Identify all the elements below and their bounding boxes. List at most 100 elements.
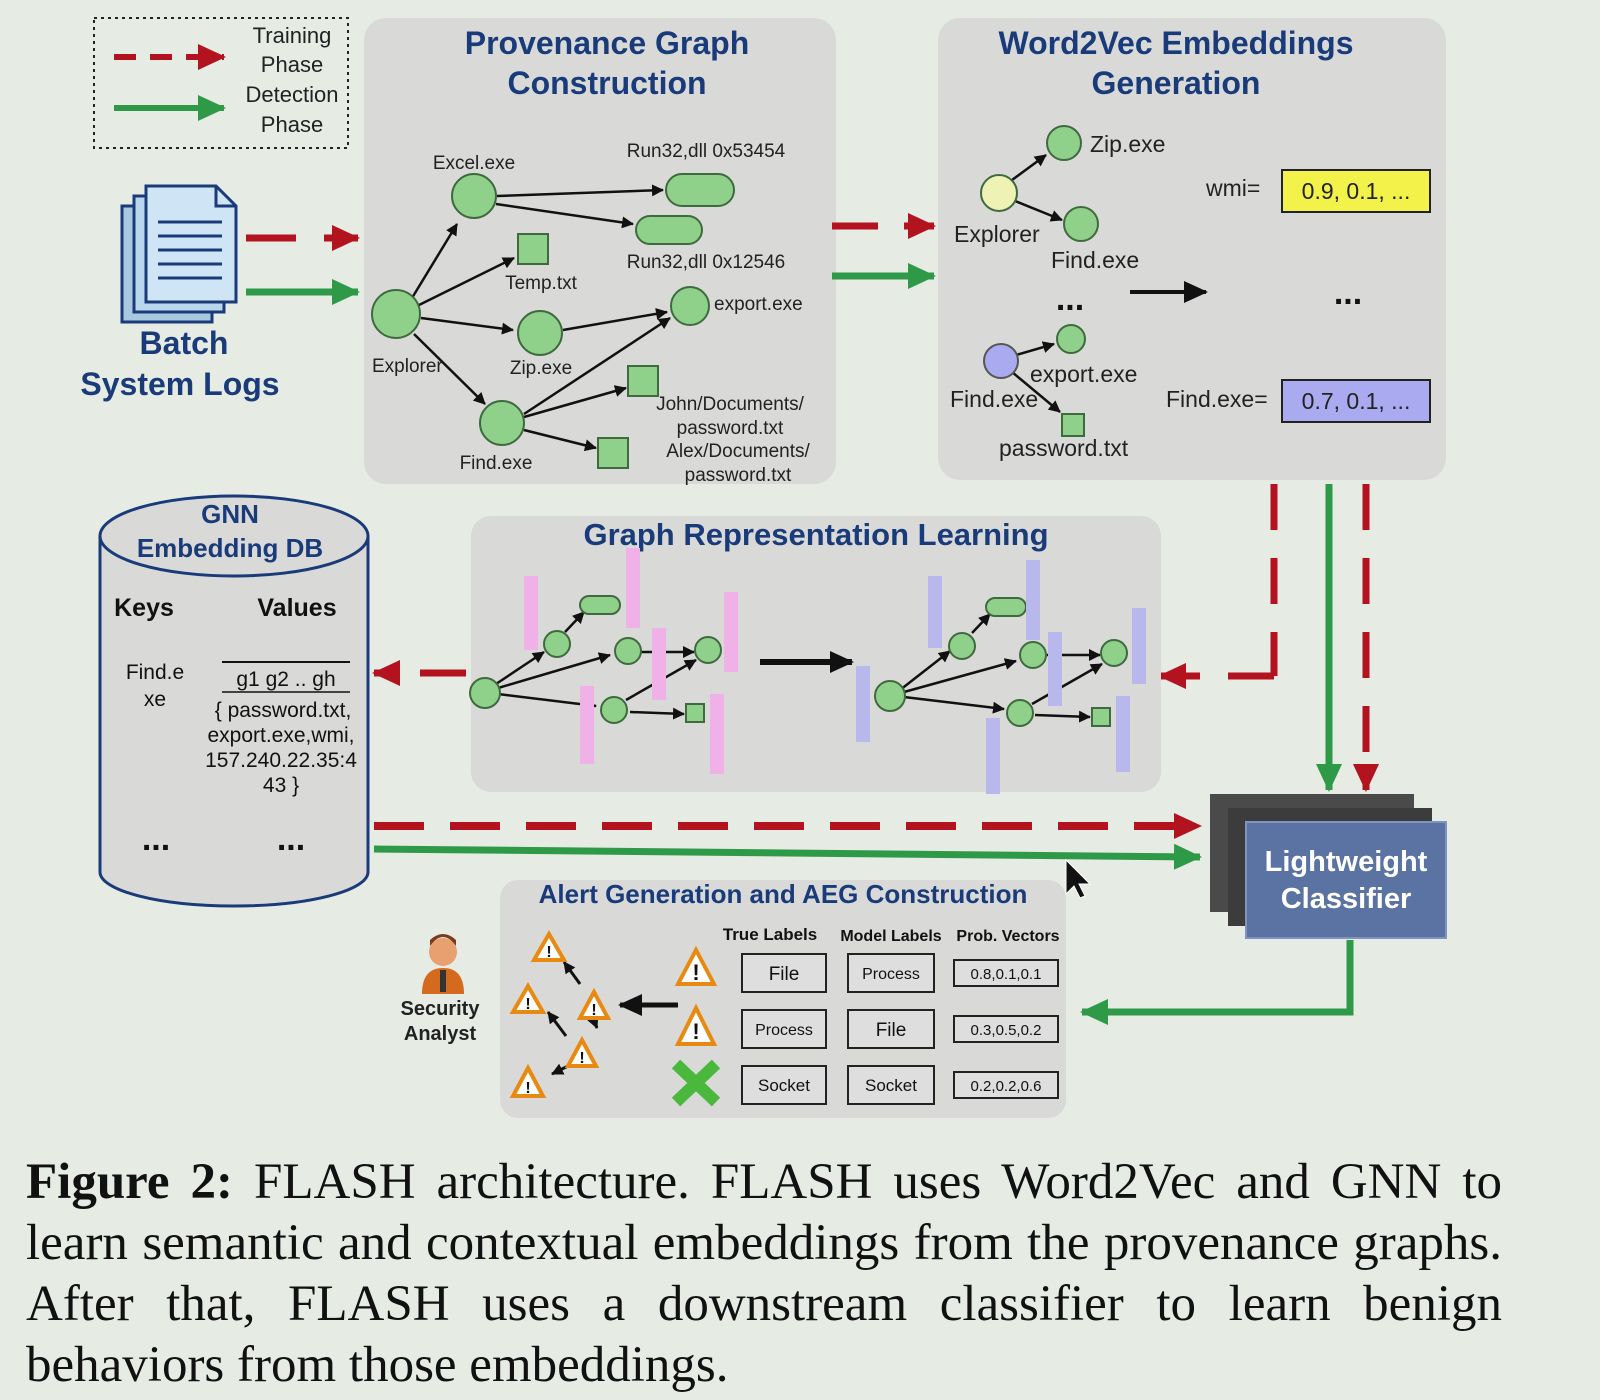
svg-text:!: ! xyxy=(525,996,530,1013)
alert-panel-bg xyxy=(500,880,1066,1118)
provenance-title-l1: Provenance Graph xyxy=(465,25,750,61)
warning-icon: ! xyxy=(576,987,612,1020)
db-value-l3: 157.240.22.35:4 xyxy=(205,749,357,772)
label-alex-l1: Alex/Documents/ xyxy=(666,441,810,462)
w2v-label-zip: Zip.exe xyxy=(1090,131,1165,157)
aeg-edge-1 xyxy=(562,961,582,985)
label-zip: Zip.exe xyxy=(510,358,572,379)
caption-figure-number: Figure 2: xyxy=(26,1154,233,1210)
grl-right-node-find xyxy=(1006,699,1034,727)
w2v-label-explorer: Explorer xyxy=(954,221,1040,247)
grl-right-edge-7 xyxy=(1034,710,1091,723)
legend-training-l1: Training xyxy=(253,23,332,48)
g-vector-3 xyxy=(1048,632,1062,706)
w2v-label-password: password.txt xyxy=(999,435,1129,461)
legend-border xyxy=(93,17,349,149)
caption-text-b: architecture. F xyxy=(415,1154,740,1210)
w2v-wmi-label: wmi= xyxy=(1205,175,1260,201)
row-2-model-box xyxy=(847,1009,935,1049)
db-values-header: Values xyxy=(257,594,336,622)
grl-right-edge-2 xyxy=(903,658,1017,694)
word2vec-panel: Word2Vec Embeddings Generation Zip.exe E… xyxy=(938,18,1446,480)
row-2-prob-box xyxy=(953,1015,1059,1043)
grl-right-node-file xyxy=(1091,707,1111,727)
w2v-label-find2: Find.exe xyxy=(950,386,1038,412)
node-alex-password xyxy=(597,437,629,469)
provenance-panel: Provenance Graph Construction xyxy=(364,18,836,486)
batch-label-l1: Batch xyxy=(140,325,229,361)
w-vector-1 xyxy=(524,576,538,650)
row-2-true-label: Process xyxy=(755,1022,813,1039)
edge-explorer-excel xyxy=(410,223,459,299)
alert-header-true-labels: True Labels xyxy=(723,925,817,944)
node-excel xyxy=(451,173,497,219)
w2v-node-password xyxy=(1061,413,1085,437)
db-title-l2: Embedding DB xyxy=(137,533,323,563)
caption-text-a: F xyxy=(233,1154,283,1210)
edge-explorer-temp xyxy=(418,256,515,307)
db-keys-header: Keys xyxy=(114,594,174,622)
svg-text:!: ! xyxy=(546,944,551,961)
legend-training-l2: Phase xyxy=(261,52,323,77)
w2v-label-find: Find.exe xyxy=(1051,247,1139,273)
db-value-l1: { password.txt, xyxy=(215,699,352,722)
warning-icon: ! xyxy=(564,1035,600,1068)
aeg-edge-3 xyxy=(546,1011,568,1037)
warning-icon: ! xyxy=(509,981,547,1014)
edge-zip-export xyxy=(562,307,668,332)
row-3-model-box xyxy=(847,1065,935,1105)
aeg-alert-icons: ! ! ! ! ! ! ! xyxy=(509,929,721,1107)
grl-left-node-file xyxy=(685,703,705,723)
label-alex-l2: password.txt xyxy=(685,465,792,486)
word2vec-title-l1: Word2Vec Embeddings xyxy=(998,25,1353,61)
w-vector-3 xyxy=(652,628,666,700)
grl-right-node-run xyxy=(985,597,1027,617)
label-john-l1: John/Documents/ xyxy=(656,394,805,415)
legend: Training Phase Detection Phase xyxy=(93,17,349,149)
edge-excel-run1 xyxy=(496,184,664,198)
classifier-to-alert-arrow xyxy=(1080,940,1354,1025)
word2vec-title-l2: Generation xyxy=(1092,65,1261,101)
caption-text-d: uses a downstream classifier to learn be… xyxy=(26,1276,1502,1393)
db-cylinder-top xyxy=(98,494,370,578)
grl-left-node-zip xyxy=(614,637,642,665)
w-vector-4 xyxy=(724,592,738,672)
edge-explorer-find xyxy=(413,333,486,405)
grl-left-edge-2 xyxy=(497,652,611,690)
green-x-icon xyxy=(671,1059,721,1107)
security-analyst: Security Analyst xyxy=(401,934,480,1045)
label-find: Find.exe xyxy=(460,453,533,474)
g-vector-1 xyxy=(928,576,942,648)
w2v-wmi-vector-box xyxy=(1281,169,1431,213)
architecture-diagram: Training Phase Detection Phase Batch Sys… xyxy=(80,17,1447,1118)
grl-right-node-export xyxy=(1100,639,1128,667)
row-3-true-box xyxy=(741,1065,827,1105)
row-3-model-label: Socket xyxy=(865,1076,917,1095)
w2v-node-explorer xyxy=(980,174,1018,212)
node-temp xyxy=(517,233,549,265)
figure-caption: Figure 2: FLASH architecture. FLASH uses… xyxy=(26,1152,1502,1396)
g-vector-2 xyxy=(1026,560,1040,640)
svg-text:!: ! xyxy=(591,1002,596,1019)
svg-text:!: ! xyxy=(579,1050,584,1067)
row-1-true-box xyxy=(741,953,827,993)
legend-detection-l1: Detection xyxy=(246,82,339,107)
label-explorer: Explorer xyxy=(372,356,443,377)
g-vector-4 xyxy=(1132,608,1146,684)
mouse-cursor-icon xyxy=(1065,858,1092,899)
grl-title: Graph Representation Learning xyxy=(583,517,1048,552)
row-3-true-label: Socket xyxy=(758,1076,810,1095)
warning-icon: ! xyxy=(530,929,568,962)
caption-flash-3: LASH xyxy=(316,1276,450,1332)
grl-right-node-zip xyxy=(1019,641,1047,669)
label-run2: Run32,dll 0x12546 xyxy=(627,252,785,273)
warning-icon: ! xyxy=(509,1063,547,1098)
grl-right-edge-1 xyxy=(899,650,951,691)
grl-right-edge-3 xyxy=(903,695,1005,714)
edge-explorer-zip xyxy=(420,316,514,335)
alert-row: File Process 0.8,0.1,0.1 xyxy=(741,953,1059,993)
grl-left-node-excel xyxy=(543,630,571,658)
batch-label-l2: System Logs xyxy=(80,366,279,402)
node-explorer xyxy=(371,289,421,339)
w2v-find-vector-box xyxy=(1281,379,1431,423)
